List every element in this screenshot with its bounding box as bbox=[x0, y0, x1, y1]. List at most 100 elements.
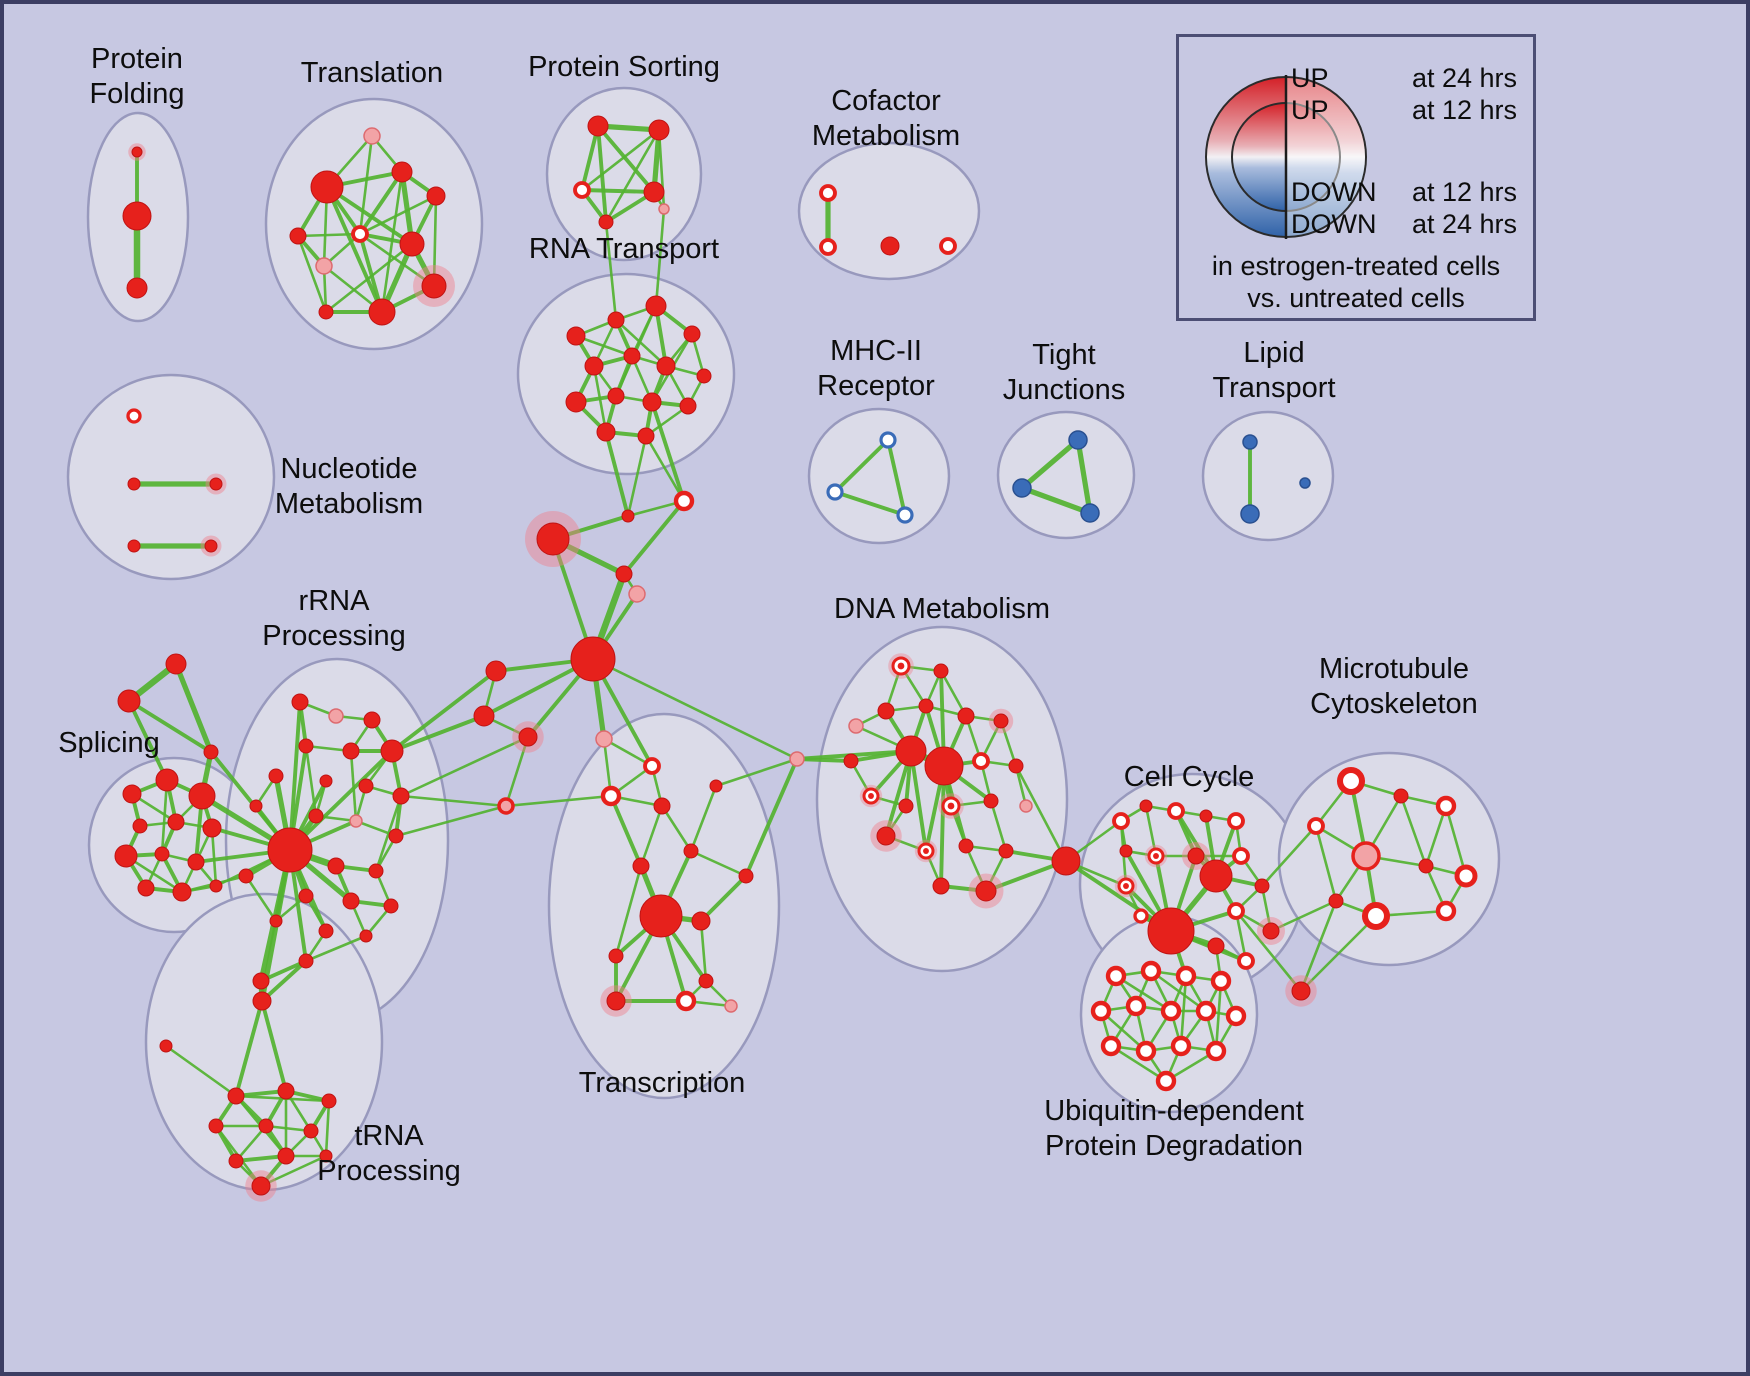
node-dna-metabolism-13 bbox=[898, 798, 914, 814]
node-rrna-processing-17 bbox=[238, 868, 254, 884]
edge bbox=[324, 1099, 331, 1158]
edge bbox=[614, 864, 643, 958]
edge bbox=[609, 794, 643, 868]
node-protein-sorting-0 bbox=[587, 115, 609, 137]
node-rrna-processing-16 bbox=[368, 863, 384, 879]
node-protein-sorting-3 bbox=[643, 181, 665, 203]
node-nucleotide-metabolism-0 bbox=[126, 408, 142, 424]
node-nucleotide-metabolism-1 bbox=[127, 477, 141, 491]
node-translation-4 bbox=[289, 227, 307, 245]
node-rrna-processing-4 bbox=[342, 742, 360, 760]
node-dna-metabolism-11 bbox=[1008, 758, 1024, 774]
node-transcription-14 bbox=[738, 868, 754, 884]
node-free-6 bbox=[621, 509, 635, 523]
edge bbox=[939, 764, 946, 888]
node-trna-processing-0 bbox=[159, 1039, 173, 1053]
edge bbox=[654, 207, 666, 308]
node-trna-processing-2 bbox=[227, 1087, 245, 1105]
cluster-protein-sorting bbox=[545, 86, 703, 262]
node-microtubule-cytoskeleton-3 bbox=[1307, 817, 1325, 835]
edge bbox=[1014, 764, 1068, 863]
node-translation-1 bbox=[310, 170, 344, 204]
node-rrna-processing-21 bbox=[269, 914, 283, 928]
node-cell-cycle-1 bbox=[1139, 799, 1153, 813]
node-dna-metabolism-1 bbox=[933, 663, 949, 679]
edge bbox=[358, 232, 436, 288]
node-protein-sorting-1 bbox=[648, 119, 670, 141]
node-rrna-processing-15 bbox=[327, 857, 345, 875]
node-tight-junctions-0 bbox=[1068, 430, 1088, 450]
node-trna-processing-4 bbox=[321, 1093, 337, 1109]
node-dna-metabolism-16 bbox=[1019, 799, 1033, 813]
up-down-circle-icon bbox=[1205, 75, 1367, 239]
node-ubiquitin-degradation-6 bbox=[1160, 1000, 1182, 1022]
edge bbox=[1444, 804, 1468, 878]
edge bbox=[1234, 909, 1303, 993]
edge bbox=[288, 700, 302, 852]
node-rrna-processing-10 bbox=[249, 799, 263, 813]
node-protein-sorting-2 bbox=[573, 181, 591, 199]
edge bbox=[349, 749, 358, 823]
cluster-mhc-ii-receptor bbox=[807, 407, 951, 545]
node-rrna-processing-6 bbox=[268, 768, 284, 784]
node-free-14 bbox=[497, 797, 515, 815]
node-rna-transport-7 bbox=[696, 368, 712, 384]
edge bbox=[714, 757, 799, 788]
node-dna-metabolism-22 bbox=[968, 873, 1004, 909]
node-rrna-processing-1 bbox=[328, 708, 344, 724]
edge bbox=[1214, 979, 1223, 1053]
edge bbox=[699, 874, 748, 923]
node-rrna-processing-5 bbox=[380, 739, 404, 763]
nodes-layer bbox=[114, 115, 1478, 1202]
node-mhc-ii-receptor-2 bbox=[896, 506, 914, 524]
node-trna-processing-8 bbox=[228, 1153, 244, 1169]
edge bbox=[325, 185, 414, 246]
legend: UP at 24 hrs UP at 12 hrs DOWN at 12 hrs… bbox=[1176, 34, 1536, 321]
node-transcription-5 bbox=[632, 857, 650, 875]
node-ubiquitin-degradation-8 bbox=[1225, 1005, 1247, 1027]
node-splicing-4 bbox=[167, 813, 185, 831]
node-translation-2 bbox=[391, 161, 413, 183]
node-splicing-10 bbox=[172, 882, 192, 902]
edge bbox=[504, 735, 530, 808]
node-transcription-0 bbox=[595, 730, 613, 748]
node-cofactor-metabolism-3 bbox=[939, 237, 957, 255]
node-splicing-7 bbox=[154, 846, 170, 862]
edge bbox=[1399, 794, 1428, 868]
edge bbox=[1075, 437, 1093, 516]
edge bbox=[833, 438, 890, 494]
edge bbox=[592, 364, 608, 434]
edge bbox=[580, 188, 656, 194]
node-rna-transport-5 bbox=[623, 347, 641, 365]
node-protein-sorting-5 bbox=[658, 203, 670, 215]
node-rna-transport-0 bbox=[566, 326, 586, 346]
node-cell-cycle-12 bbox=[1133, 908, 1149, 924]
node-cell-cycle-0 bbox=[1112, 812, 1130, 830]
node-ubiquitin-degradation-0 bbox=[1105, 965, 1127, 987]
node-lipid-transport-0 bbox=[1242, 434, 1258, 450]
node-splicing-1 bbox=[155, 768, 179, 792]
node-ubiquitin-degradation-3 bbox=[1210, 970, 1232, 992]
node-rrna-processing-7 bbox=[319, 774, 333, 788]
node-dna-metabolism-17 bbox=[870, 820, 902, 852]
edge bbox=[1149, 969, 1208, 1013]
edge bbox=[260, 959, 308, 1003]
edge bbox=[1019, 485, 1093, 516]
cluster-nucleotide-metabolism bbox=[66, 373, 276, 581]
node-protein-folding-0 bbox=[128, 143, 146, 161]
node-cell-cycle-11 bbox=[1199, 859, 1233, 893]
edge bbox=[650, 400, 686, 503]
node-ubiquitin-degradation-7 bbox=[1195, 1000, 1217, 1022]
edge bbox=[660, 804, 693, 853]
edge bbox=[127, 699, 213, 754]
edge bbox=[304, 744, 318, 818]
node-splicing-6 bbox=[114, 844, 138, 868]
node-ubiquitin-degradation-10 bbox=[1135, 1040, 1157, 1062]
node-trna-processing-9 bbox=[277, 1147, 295, 1165]
node-rna-transport-11 bbox=[679, 397, 697, 415]
node-microtubule-cytoskeleton-8 bbox=[1361, 901, 1391, 931]
node-free-10 bbox=[570, 636, 616, 682]
node-ubiquitin-degradation-13 bbox=[1155, 1070, 1177, 1092]
edge bbox=[173, 661, 214, 755]
